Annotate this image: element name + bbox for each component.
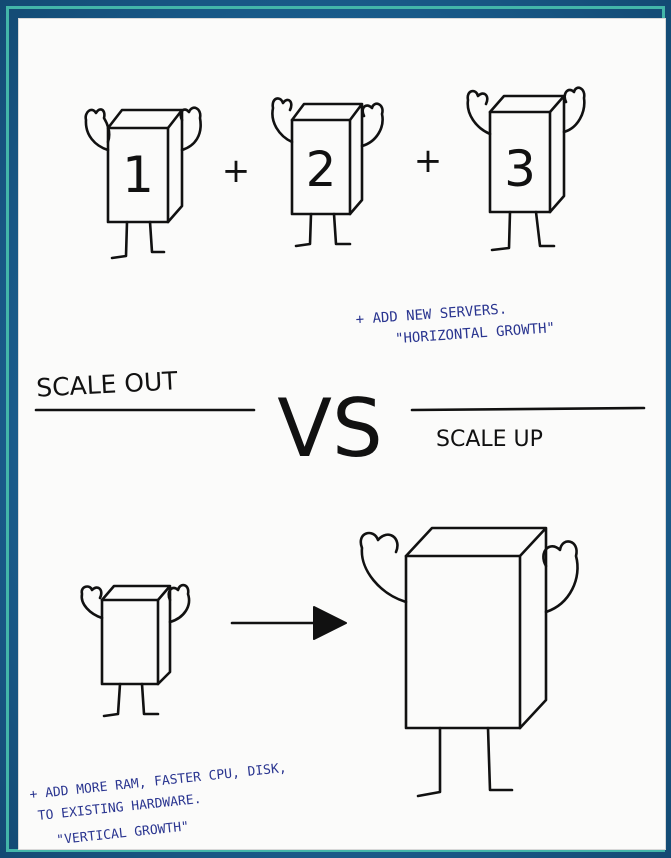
big-server-figure <box>361 528 578 796</box>
plus-sign-1: + <box>222 151 251 191</box>
server-3-figure: 3 <box>468 88 585 250</box>
scale-up-heading: SCALE UP <box>436 427 543 452</box>
right-divider-line <box>412 408 644 410</box>
server-2-label: 2 <box>306 142 337 198</box>
vs-label: VS <box>277 382 383 475</box>
scale-out-note-line-2: "HORIZONTAL GROWTH" <box>395 320 556 347</box>
server-1-label: 1 <box>122 146 154 204</box>
scale-up-note: + ADD MORE RAM, FASTER CPU, DISK, TO EXI… <box>29 761 292 851</box>
server-1-figure: 1 <box>86 108 201 258</box>
scale-out-heading: SCALE OUT <box>36 366 179 402</box>
scale-out-note-line-1: + ADD NEW SERVERS. <box>355 301 507 328</box>
scale-out-note: + ADD NEW SERVERS. "HORIZONTAL GROWTH" <box>355 298 555 350</box>
small-server-figure <box>82 585 189 716</box>
plus-sign-2: + <box>414 141 443 181</box>
server-2-figure: 2 <box>272 98 382 246</box>
growth-arrow <box>232 607 346 639</box>
server-3-label: 3 <box>504 140 536 198</box>
scale-up-note-line-3: "VERTICAL GROWTH" <box>56 819 190 848</box>
